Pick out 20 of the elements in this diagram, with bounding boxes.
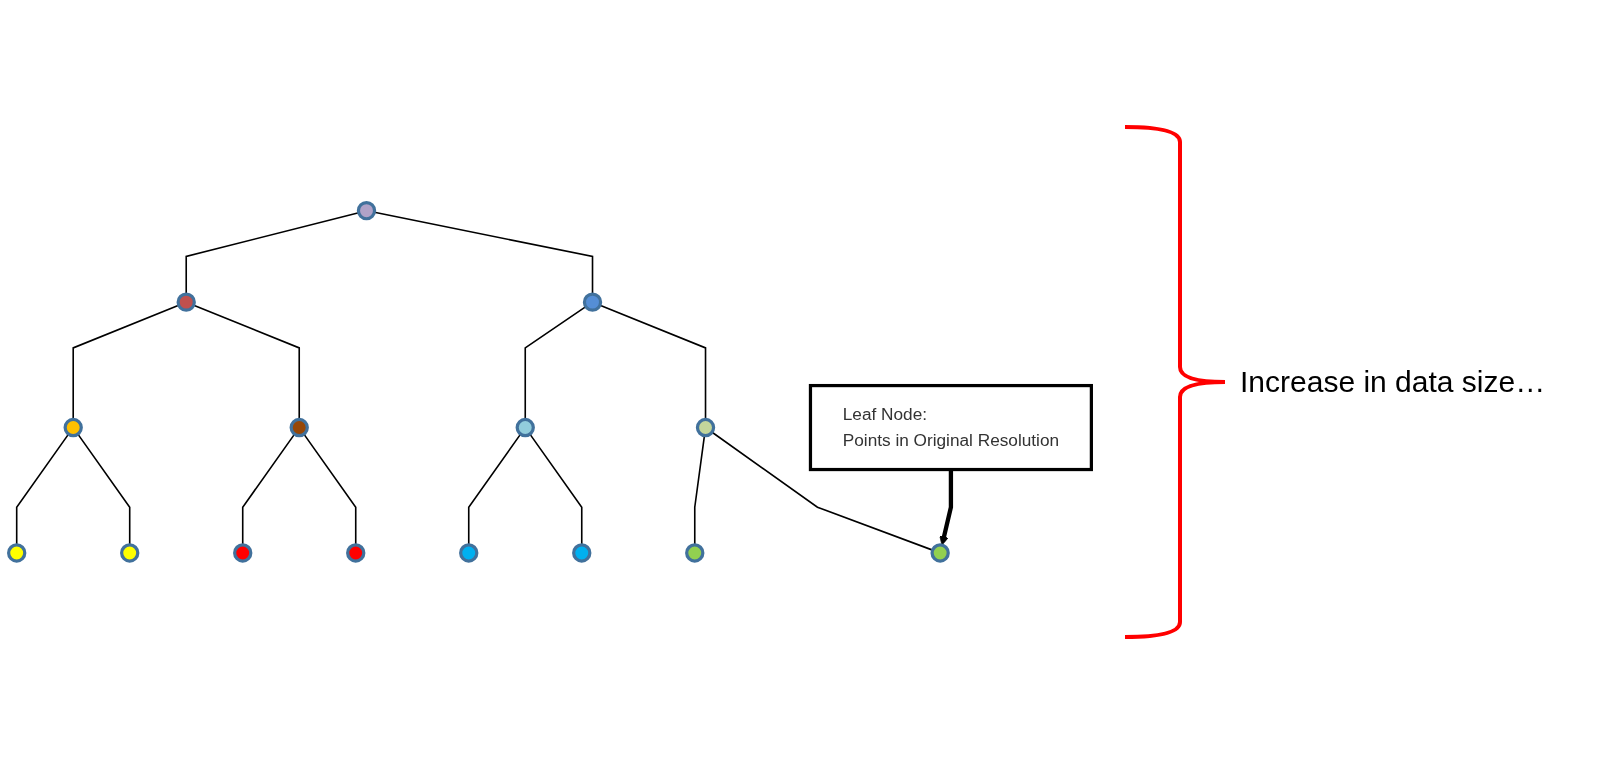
node-circle (356, 200, 377, 221)
node-circle (572, 542, 592, 563)
node-circle (176, 292, 196, 312)
node-circle (233, 542, 253, 563)
node-circle (515, 417, 535, 437)
connector (524, 305, 587, 420)
connector (599, 304, 707, 420)
node-circle (695, 417, 716, 437)
node-circle (930, 542, 950, 563)
node-circle (120, 542, 140, 563)
node-circle (582, 292, 603, 312)
node-circle (289, 417, 309, 437)
node-circle (459, 542, 479, 563)
node-circle (685, 542, 705, 563)
node-circle (346, 542, 366, 563)
annotation-text: Increase in data size… (1240, 364, 1546, 399)
node-circle (63, 417, 83, 437)
node-box: Leaf Node: Points in Original Resolution (808, 383, 1093, 471)
node-circle (7, 542, 27, 563)
arrow (939, 469, 954, 546)
